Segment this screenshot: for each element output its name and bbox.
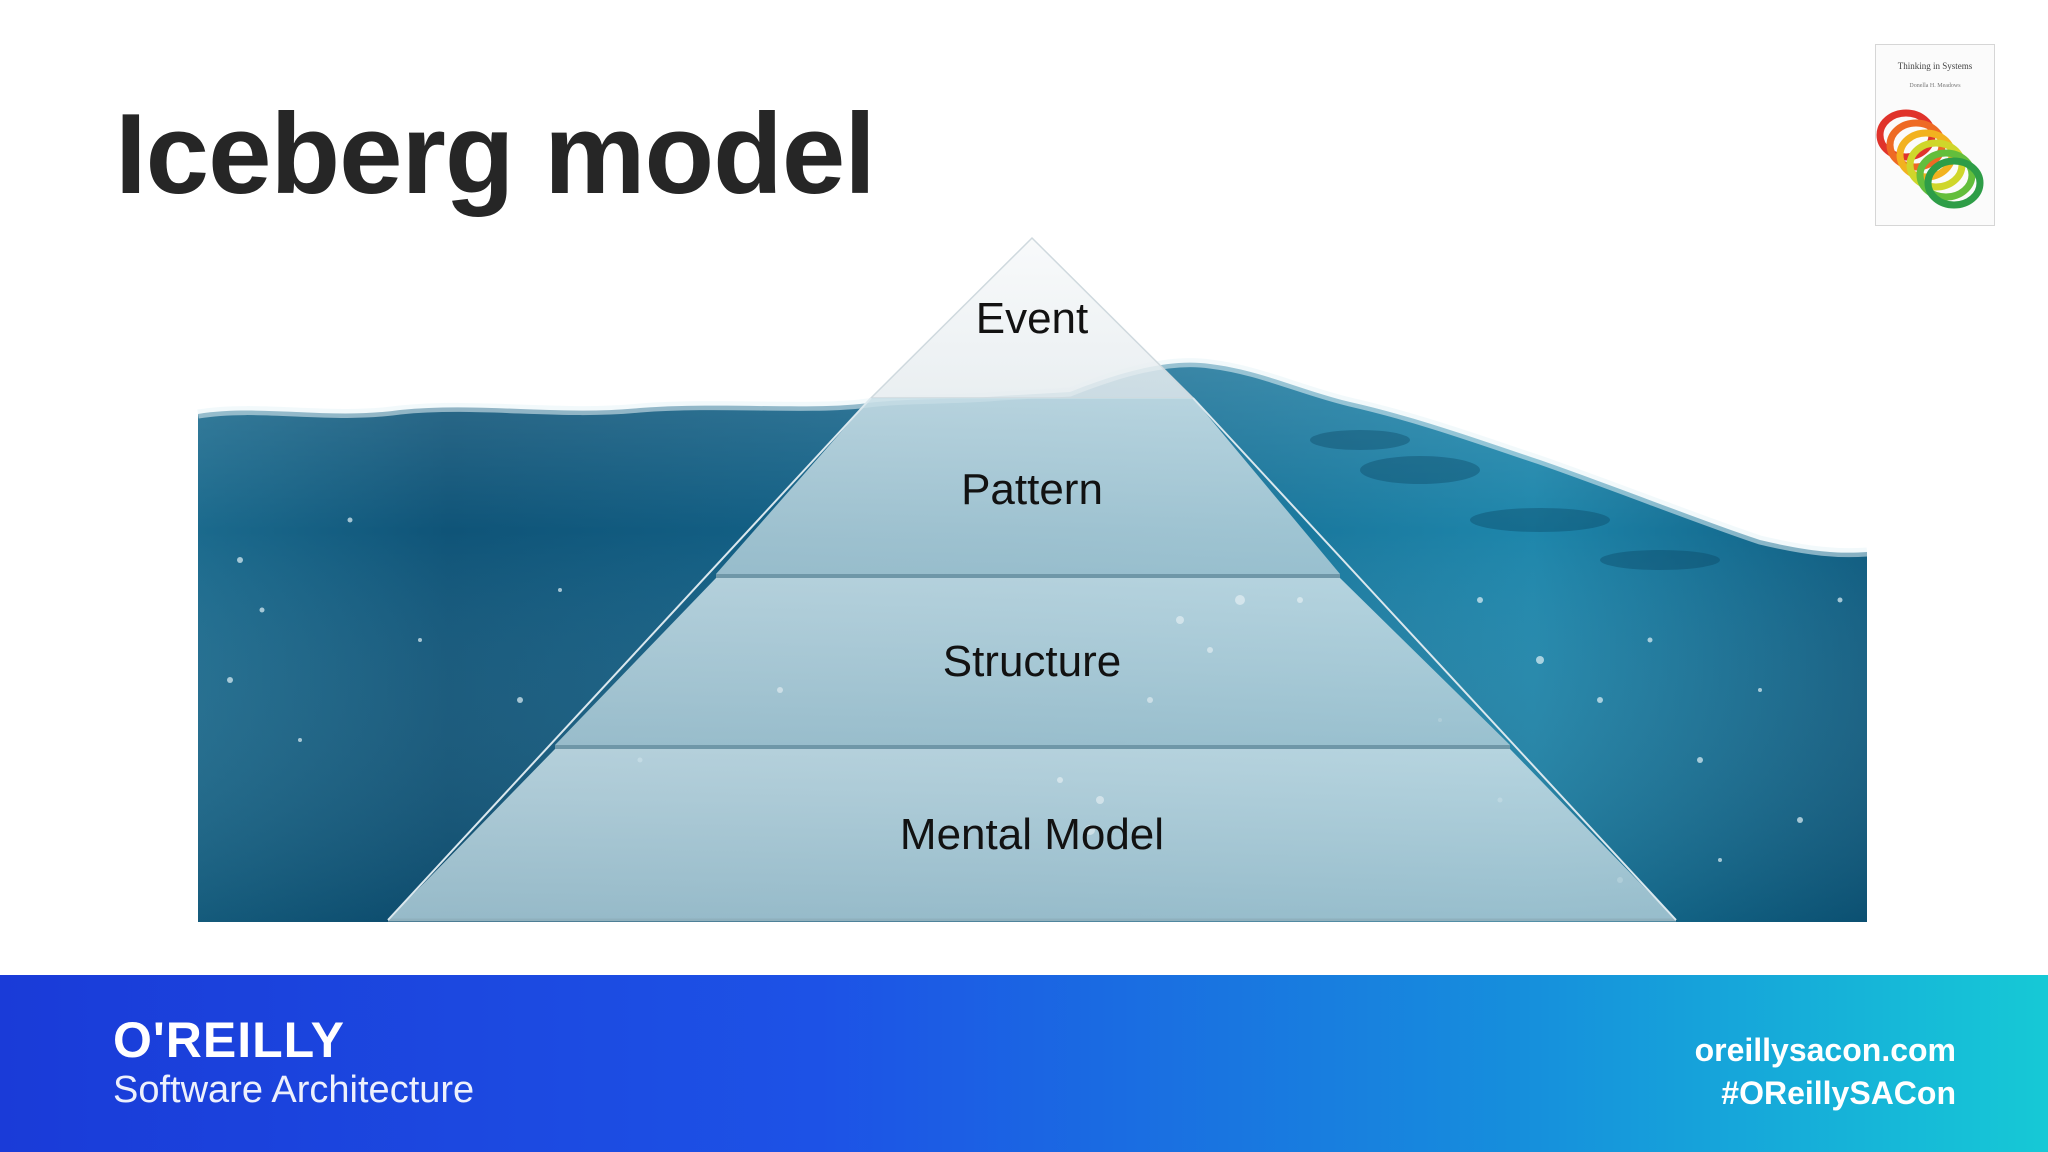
layer-mental-model-band (388, 749, 1676, 920)
book-author: Donella H. Meadows (1909, 83, 1961, 89)
layer-label-pattern: Pattern (961, 465, 1103, 514)
slinky-illustration (1876, 109, 1984, 209)
book-title: Thinking in Systems (1897, 61, 1973, 71)
slide-title: Iceberg model (115, 91, 876, 218)
book-cover-thumbnail: Thinking in Systems Donella H. Meadows (1875, 44, 1995, 226)
footer-links: oreillysacon.com #OReillySACon (1695, 1029, 1956, 1115)
oreilly-logo: O'REILLY Software Architecture (113, 1015, 474, 1109)
footer-website: oreillysacon.com (1694, 1032, 1956, 1068)
footer-hashtag: #OReillySACon (1721, 1075, 1956, 1111)
layer-label-mental-model: Mental Model (899, 810, 1165, 859)
logo-subtitle: Software Architecture (113, 1069, 475, 1111)
logo-brand: O'REILLY (113, 1012, 345, 1068)
iceberg-tip (871, 238, 1193, 398)
layer-structure-band (555, 578, 1510, 745)
layer-pattern-band (716, 398, 1340, 574)
footer-banner: O'REILLY Software Architecture oreillysa… (0, 975, 2048, 1152)
layer-label-event: Event (975, 294, 1089, 343)
layer-label-structure: Structure (942, 637, 1122, 686)
